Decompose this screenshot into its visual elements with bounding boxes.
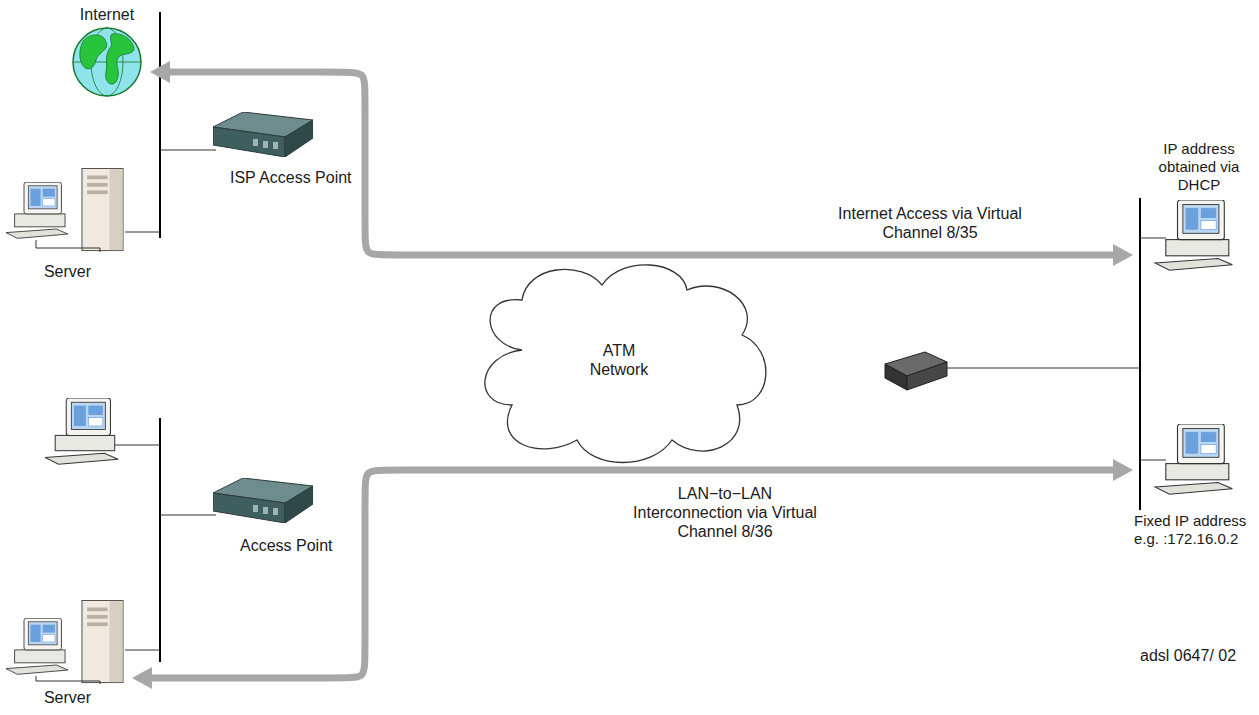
isp-access-point-device (213, 112, 313, 157)
network-cloud: ATM Network (462, 255, 777, 470)
access-point-device (213, 478, 313, 523)
access-point-node: ISP Access Point (210, 110, 355, 190)
lan-wire (125, 650, 160, 651)
globe-node: Internet (66, 5, 150, 101)
modem-side (907, 362, 947, 390)
access-point-node: Access Point (210, 476, 350, 558)
globe-sea (73, 28, 141, 96)
node-label: ISP Access Point (230, 168, 352, 187)
lan-wire (160, 515, 216, 516)
lan-wire (125, 232, 160, 233)
virtual-channel-arrow (166, 72, 560, 255)
node-label: Server (5, 262, 130, 281)
virtual-channel-arrow (520, 467, 1117, 474)
globe-land (106, 34, 134, 84)
virtual-channel-arrow (560, 252, 1117, 259)
lan-wire (160, 150, 216, 151)
lan-bus (159, 12, 161, 238)
computer-node: Fixed IP address e.g. :172.16.0.2 (1133, 420, 1257, 550)
fixed-ip-pc (1155, 424, 1232, 494)
channel-label: LAN−to−LAN Interconnection via Virtual C… (625, 484, 825, 542)
server-tower (82, 168, 123, 250)
virtual-channel-arrow (148, 470, 520, 678)
workstation-pc (45, 398, 118, 464)
dhcp-pc (1155, 200, 1232, 270)
lan-bus (1139, 198, 1141, 510)
channel-label: Internet Access via Virtual Channel 8/35 (830, 204, 1030, 242)
node-label: Internet (66, 5, 148, 24)
lan-wire (115, 445, 160, 446)
lan-wire (1140, 460, 1166, 461)
node-label: IP address obtained via DHCP (1145, 140, 1253, 194)
globe-land (80, 35, 107, 69)
computer-node: IP address obtained via DHCP (1133, 140, 1255, 272)
globe (73, 28, 141, 96)
server-cable (36, 676, 100, 684)
server-pc (6, 618, 68, 674)
node-label: Server (5, 688, 130, 707)
node-label: ATM Network (579, 341, 659, 379)
server-pc (6, 182, 68, 238)
server-node: Server (5, 165, 132, 283)
lan-wire (947, 368, 1140, 369)
cloud-shape (485, 265, 766, 463)
lan-wire (1140, 238, 1166, 239)
figure-number: adsl 0647/ 02 (1140, 646, 1236, 665)
node-label: Access Point (240, 536, 332, 555)
modem-front (885, 364, 907, 390)
server-node: Server (5, 600, 132, 709)
adsl-modem (885, 352, 947, 390)
server-tower (82, 600, 123, 682)
node-label: Fixed IP address e.g. :172.16.0.2 (1134, 512, 1255, 548)
lan-bus (159, 418, 161, 662)
server-cable (36, 240, 100, 252)
